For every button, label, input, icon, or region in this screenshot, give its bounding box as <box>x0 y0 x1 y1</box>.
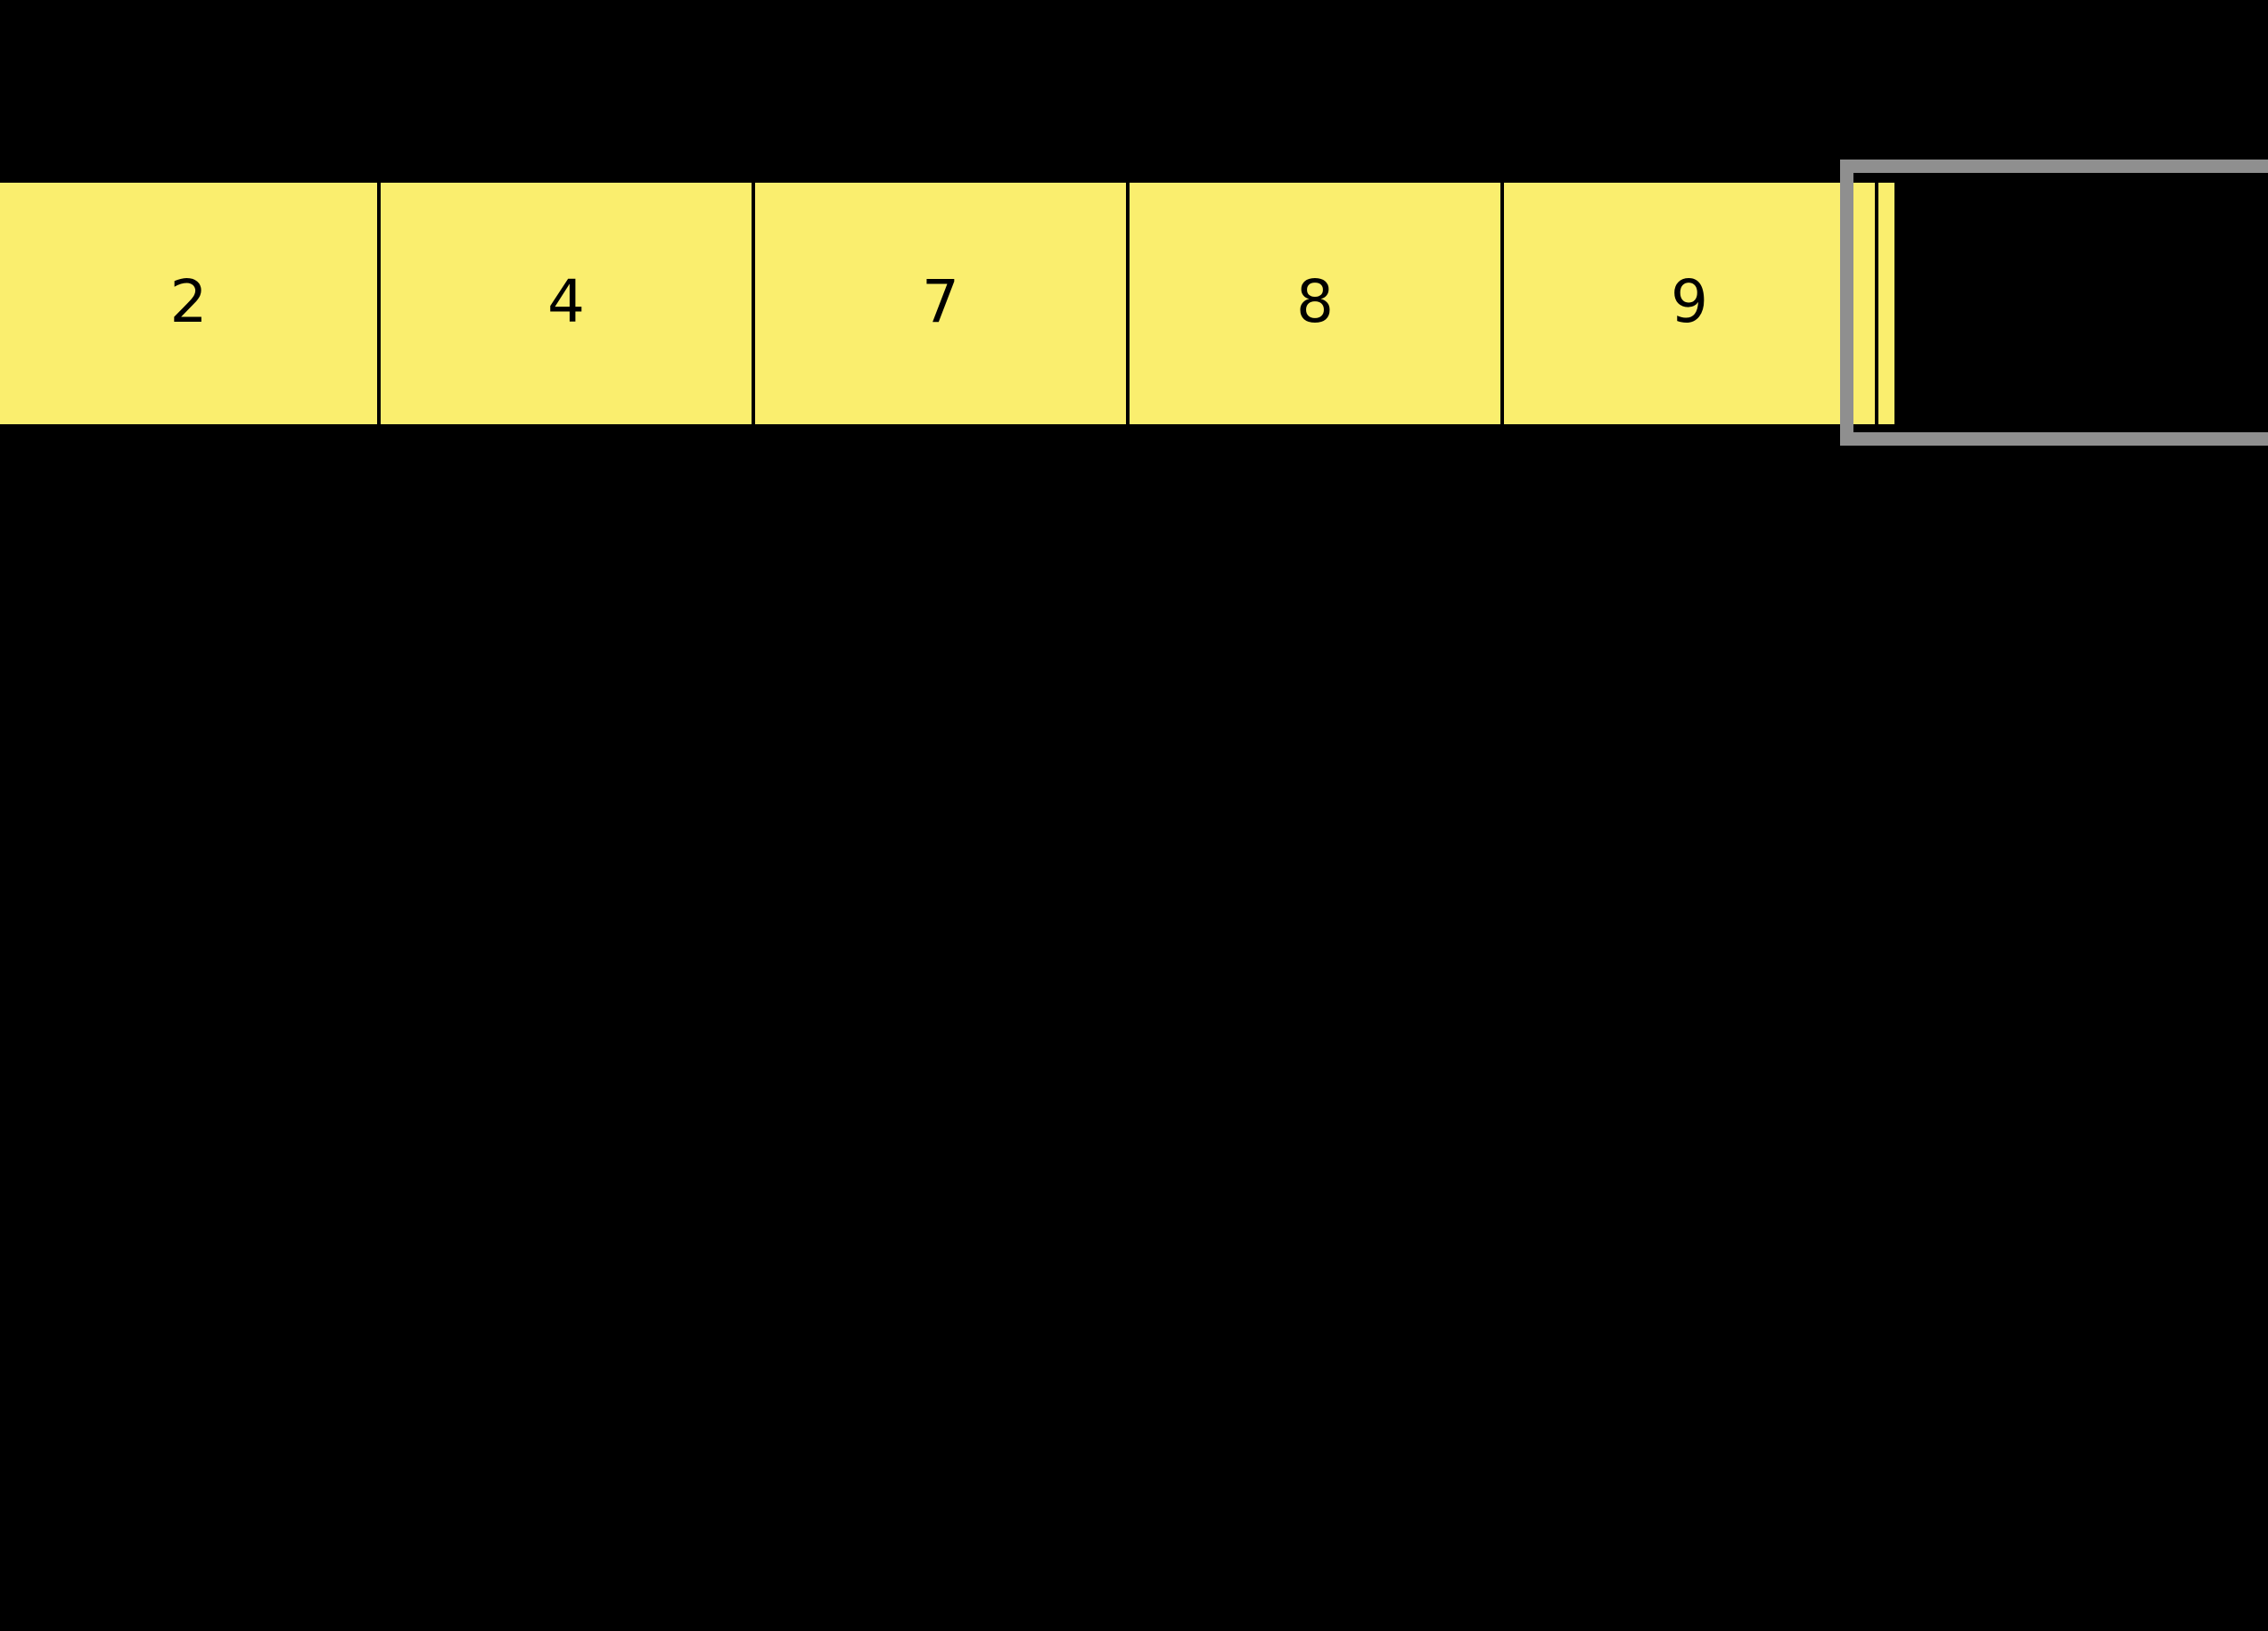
array-cell-value: 7 <box>922 266 959 336</box>
array-cell-value: 2 <box>169 266 208 336</box>
array-cell-3[interactable]: 8 <box>1126 183 1500 424</box>
array-cell-4[interactable]: 9 <box>1500 183 1875 424</box>
array-cell-0[interactable]: 2 <box>0 183 377 424</box>
array-cell-2[interactable]: 7 <box>752 183 1126 424</box>
array-cell-1[interactable]: 4 <box>377 183 752 424</box>
insertion-slot-highlight <box>1840 160 2268 446</box>
array-row: 2 4 7 8 9 <box>0 183 1894 424</box>
array-cell-value: 9 <box>1671 266 1708 336</box>
array-cell-5[interactable] <box>1875 183 1894 424</box>
array-cell-value: 8 <box>1296 266 1334 336</box>
array-cell-value: 4 <box>547 266 585 336</box>
